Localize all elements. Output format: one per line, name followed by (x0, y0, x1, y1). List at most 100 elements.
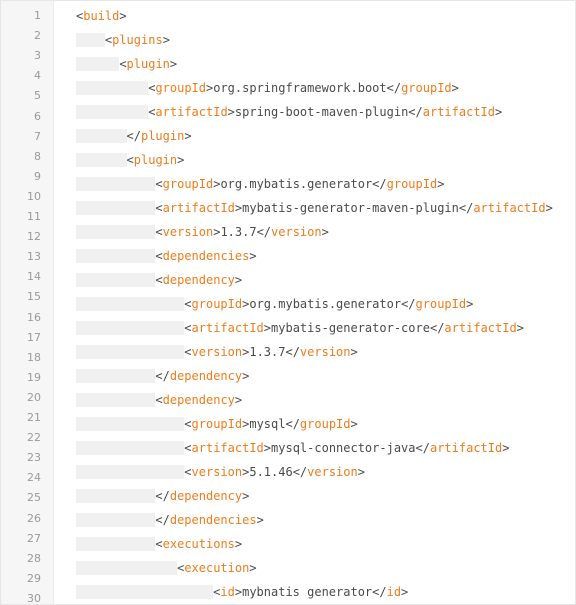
xml-bracket: > (119, 9, 127, 23)
xml-text: 1.3.7 (220, 225, 257, 239)
line-number: 25 (27, 491, 41, 505)
xml-bracket: > (234, 393, 243, 407)
xml-bracket: > (234, 273, 243, 287)
line-number: 21 (27, 411, 41, 424)
code-text: <version>5.1.46</version> (184, 464, 365, 480)
xml-bracket: > (263, 441, 272, 455)
xml-bracket: </ (292, 465, 308, 479)
line-number: 9 (34, 169, 41, 183)
code-text: <executions> (155, 536, 242, 552)
indent-guide (76, 129, 127, 143)
line-number: 2 (34, 29, 41, 43)
xml-bracket: </ (155, 369, 170, 383)
xml-text: org.mybatis.generator (220, 177, 373, 191)
code-text: <dependencies> (155, 248, 256, 264)
line-number: 11 (27, 210, 41, 223)
xml-tag-name: artifactId (422, 105, 495, 119)
xml-tag-name: dependencies (169, 513, 257, 527)
xml-bracket: </ (429, 321, 445, 335)
xml-tag-name: artifactId (429, 441, 503, 455)
xml-bracket: < (155, 225, 163, 239)
xml-bracket: < (155, 393, 163, 407)
xml-bracket: < (155, 537, 163, 551)
xml-bracket: > (242, 297, 250, 311)
line-number: 4 (34, 69, 41, 83)
xml-text: mybatis-generator-core (271, 321, 430, 335)
line-number: 10 (27, 189, 41, 203)
code-text: </dependency> (155, 368, 249, 384)
code-text: <groupId>org.mybatis.generator</groupId> (184, 296, 473, 312)
line-number: 13 (27, 250, 41, 264)
xml-bracket: </ (126, 129, 141, 143)
xml-tag-name: groupId (162, 177, 214, 191)
xml-bracket: </ (285, 345, 300, 359)
xml-tag-name: id (220, 585, 235, 599)
xml-bracket: < (76, 9, 84, 23)
indent-guide (76, 465, 185, 479)
xml-bracket: > (213, 177, 221, 191)
xml-tag-name: version (299, 345, 351, 359)
xml-bracket: </ (372, 585, 387, 599)
code-text: <groupId>mysql</groupId> (184, 416, 357, 432)
xml-bracket: > (213, 225, 221, 239)
xml-tag-name: groupId (415, 297, 467, 311)
xml-bracket: < (213, 585, 221, 599)
xml-bracket: </ (415, 441, 430, 455)
xml-text: org.mybatis.generator (249, 297, 402, 311)
xml-tag-name: dependency (162, 393, 235, 407)
xml-bracket: > (350, 417, 358, 431)
xml-bracket: < (184, 465, 192, 479)
xml-bracket: < (155, 249, 163, 263)
code-text: <dependency> (155, 272, 242, 288)
xml-tag-name: groupId (191, 297, 243, 311)
xml-tag-name: build (83, 9, 120, 23)
xml-text: spring-boot-maven-plugin (234, 105, 409, 119)
indent-guide (76, 537, 156, 551)
xml-bracket: > (321, 225, 329, 239)
indent-guide (76, 225, 156, 239)
xml-tag-name: version (191, 345, 243, 359)
xml-tag-name: plugin (140, 129, 185, 143)
xml-bracket: > (516, 321, 524, 335)
xml-tag-name: plugins (112, 33, 163, 47)
xml-text: 5.1.46 (249, 465, 293, 479)
code-text: <build> (76, 8, 127, 24)
xml-text: org.springframework.boot (213, 81, 387, 95)
indent-guide (76, 369, 156, 383)
indent-guide (76, 273, 156, 287)
xml-bracket: </ (458, 201, 474, 215)
xml-bracket: </ (155, 513, 170, 527)
xml-tag-name: executions (162, 537, 235, 551)
xml-bracket: > (227, 105, 235, 119)
xml-bracket: > (206, 81, 214, 95)
xml-bracket: > (437, 177, 445, 191)
line-number: 19 (27, 370, 41, 384)
code-text: <artifactId>spring-boot-maven-plugin</ar… (148, 104, 502, 120)
xml-bracket: > (184, 129, 192, 143)
xml-bracket: < (184, 321, 192, 335)
xml-tag-name: id (386, 585, 402, 599)
code-text: <plugins> (105, 32, 170, 48)
xml-tag-name: version (271, 225, 322, 239)
indent-guide (76, 177, 156, 191)
code-text: </dependencies> (155, 512, 263, 528)
indent-guide (76, 33, 105, 47)
xml-bracket: < (155, 273, 163, 287)
code-text: <groupId>org.springframework.boot</group… (148, 80, 459, 96)
xml-bracket: < (148, 81, 156, 95)
line-number: 16 (27, 310, 41, 324)
xml-bracket: > (466, 297, 474, 311)
xml-bracket: </ (401, 297, 416, 311)
xml-bracket: < (119, 57, 127, 71)
line-number: 24 (27, 471, 41, 485)
line-number: 7 (34, 129, 41, 143)
indent-guide (76, 297, 185, 311)
line-number: 17 (27, 330, 41, 344)
xml-bracket: </ (386, 81, 402, 95)
line-number: 27 (27, 531, 41, 545)
xml-bracket: </ (408, 105, 423, 119)
xml-bracket: < (177, 561, 185, 575)
line-number: 29 (27, 571, 41, 585)
xml-tag-name: groupId (155, 81, 206, 95)
xml-tag-name: plugin (126, 57, 170, 71)
